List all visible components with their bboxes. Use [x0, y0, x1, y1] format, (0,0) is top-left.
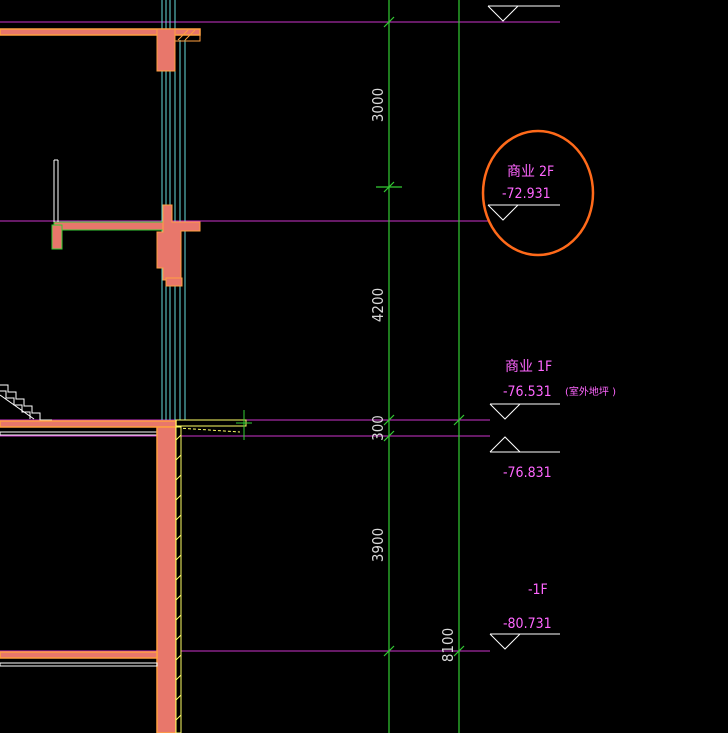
level-b1-elev: -80.731: [503, 616, 552, 632]
level-symbols: [487, 5, 560, 650]
level-symbol-b1: [489, 633, 560, 650]
level-2f-name: 商业 2F: [507, 164, 554, 180]
level-symbol-2f: [487, 204, 560, 221]
dimension-text-3900: 3900: [369, 528, 387, 562]
dim-tick-d: [383, 430, 395, 442]
level-symbol-outdoor: [489, 436, 560, 453]
level-1f-name: 商业 1F: [505, 359, 552, 375]
slab-2f: [51, 159, 201, 287]
slab-1f: [0, 420, 177, 436]
level-b1-name: -1F: [528, 582, 548, 598]
dimension-text-300: 300: [369, 415, 387, 441]
level-symbol-1f: [489, 403, 560, 420]
basement-wall: [0, 426, 182, 733]
level-2f-elev: -72.931: [502, 186, 551, 202]
level-1f-note: (室外地坪 ): [565, 385, 616, 398]
level-symbol-top: [487, 5, 560, 22]
dim-tick-c: [383, 414, 395, 426]
dimension-lines: [376, 0, 465, 733]
outdoor-elev: -76.831: [503, 465, 552, 481]
revision-cloud-markup: [481, 129, 595, 257]
dim-tick-e: [383, 645, 395, 657]
slab-top: [0, 28, 201, 72]
stair: [0, 384, 52, 421]
dim-tick-a: [383, 16, 395, 28]
level-texts: 商业 2F -72.931 商业 1F -76.531 (室外地坪 ) -76.…: [502, 164, 616, 632]
dimension-text-8100: 8100: [439, 628, 457, 662]
level-lines: [0, 21, 560, 652]
dimension-texts: 3000 4200 300 3900 8100: [369, 88, 457, 662]
dim-tick-g: [453, 645, 465, 657]
level-1f-elev: -76.531: [503, 384, 552, 400]
dimension-text-4200: 4200: [369, 288, 387, 322]
dim-tick-f: [453, 414, 465, 426]
outdoor-ground: [175, 410, 252, 440]
dimension-text-3000: 3000: [369, 88, 387, 122]
